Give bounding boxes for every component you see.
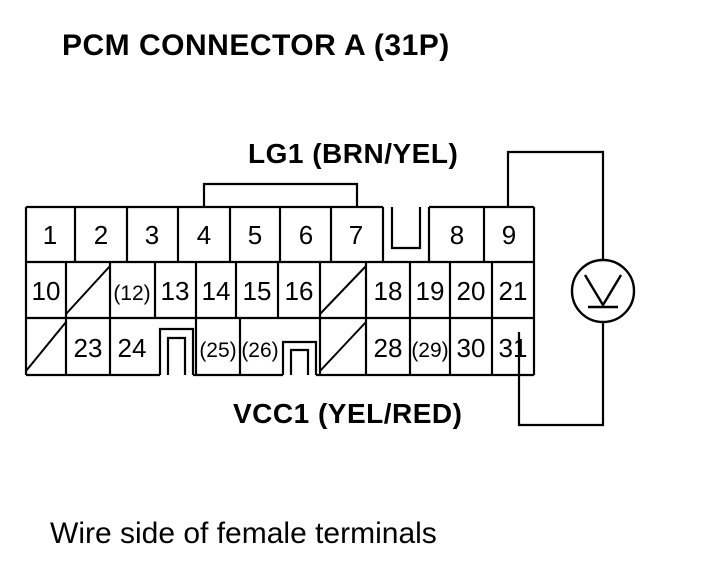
pin-13: 13 <box>161 276 190 306</box>
pin-30: 30 <box>457 333 486 363</box>
pin-6: 6 <box>299 220 313 250</box>
diagram-caption: Wire side of female terminals <box>50 517 437 550</box>
unused-pin-22-mark <box>25 321 67 372</box>
pin-23: 23 <box>74 333 103 363</box>
unused-pin-marks <box>25 265 367 372</box>
pin-21: 21 <box>499 276 528 306</box>
pin-15: 15 <box>243 276 272 306</box>
pin-19: 19 <box>416 276 445 306</box>
pin-5: 5 <box>248 220 262 250</box>
pin-18: 18 <box>374 276 403 306</box>
pin-29: (29) <box>411 339 448 362</box>
pin-8: 8 <box>450 220 464 250</box>
pin-12: (12) <box>113 282 150 305</box>
pin-2: 2 <box>94 220 108 250</box>
vcc1-wire-label: VCC1 (YEL/RED) <box>233 398 462 429</box>
pin-16: 16 <box>285 276 314 306</box>
pin-4: 4 <box>197 220 211 250</box>
lg1-wire-label: LG1 (BRN/YEL) <box>248 138 458 169</box>
pin-10: 10 <box>32 276 61 306</box>
pin-row-3: 23 24 (25) (26) 28 (29) 30 31 <box>74 333 528 363</box>
voltmeter-icon <box>570 258 636 324</box>
unused-pin-11-mark <box>65 265 111 315</box>
lead-to-pin-9 <box>506 150 605 260</box>
pin-26: (26) <box>241 339 278 362</box>
lead-to-pin-31 <box>517 322 605 427</box>
pin-3: 3 <box>145 220 159 250</box>
pin-row-1: 1 2 3 4 5 6 7 8 9 <box>43 220 516 250</box>
unused-pin-27-mark <box>319 321 367 372</box>
pin-31: 31 <box>499 333 528 363</box>
pin-7: 7 <box>349 220 363 250</box>
pin-28: 28 <box>374 333 403 363</box>
diagram-title: PCM CONNECTOR A (31P) <box>62 29 450 62</box>
pin-20: 20 <box>457 276 486 306</box>
pin-row-2: 10 (12) 13 14 15 16 18 19 20 21 <box>32 276 528 306</box>
meter-wiring <box>506 150 605 427</box>
connector-outline <box>24 182 536 377</box>
pin-9: 9 <box>502 220 516 250</box>
unused-pin-17-mark <box>319 265 367 315</box>
pin-24: 24 <box>118 333 147 363</box>
pin-1: 1 <box>43 220 57 250</box>
pin-25: (25) <box>199 339 236 362</box>
pin-14: 14 <box>202 276 231 306</box>
